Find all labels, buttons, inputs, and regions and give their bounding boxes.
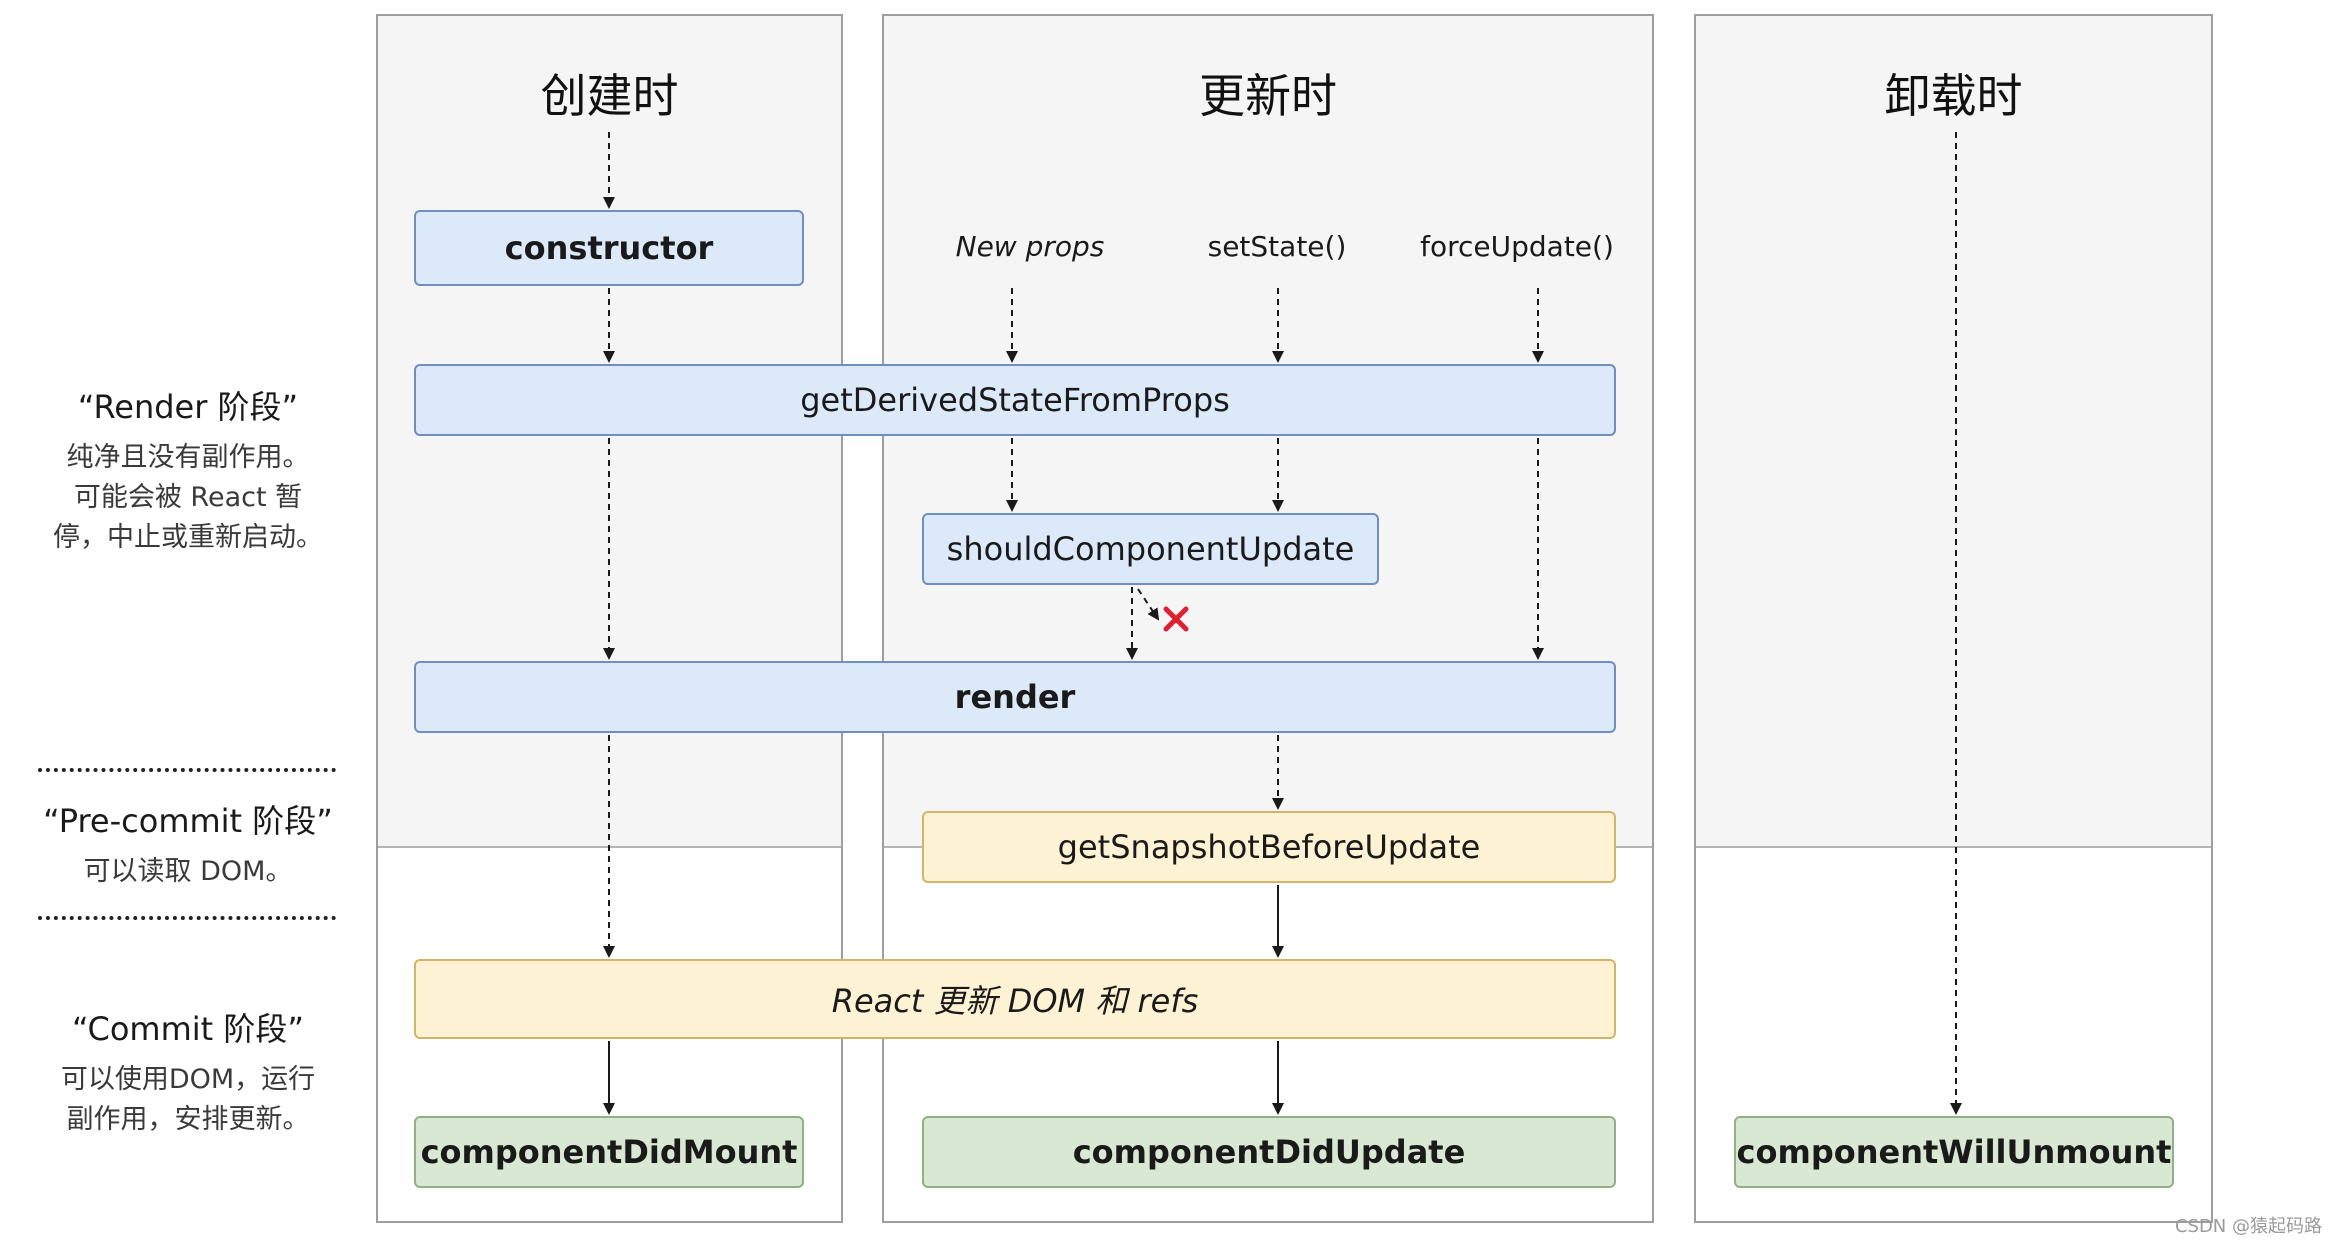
trigger-force-update: forceUpdate() xyxy=(1420,230,1614,263)
phase-precommit-desc: 可以读取 DOM。 xyxy=(83,856,293,887)
render-box: render xyxy=(414,661,1616,733)
phase-render: “Render 阶段” 纯净且没有副作用。 可能会被 React 暂 停，中止或… xyxy=(8,382,368,558)
column-title-mount: 创建时 xyxy=(540,69,679,123)
phase-commit: “Commit 阶段” 可以使用DOM，运行 副作用，安排更新。 xyxy=(8,1004,368,1140)
get-derived-state-from-props-box: getDerivedStateFromProps xyxy=(414,364,1616,436)
phase-commit-desc-line2: 副作用，安排更新。 xyxy=(66,1104,310,1135)
arrow-scu-cancel xyxy=(1137,588,1160,621)
phase-render-desc: 纯净且没有副作用。 可能会被 React 暂 停，中止或重新启动。 xyxy=(8,438,368,558)
component-did-update-box: componentDidUpdate xyxy=(922,1116,1616,1188)
phase-commit-desc: 可以使用DOM，运行 副作用，安排更新。 xyxy=(8,1060,368,1140)
phase-commit-title: “Commit 阶段” xyxy=(72,1010,304,1048)
constructor-box: constructor xyxy=(414,210,804,286)
component-did-mount-box: componentDidMount xyxy=(414,1116,804,1188)
trigger-set-state: setState() xyxy=(1207,230,1347,263)
watermark: CSDN @猿起码路 xyxy=(2174,1216,2322,1237)
phase-render-desc-line3: 停，中止或重新启动。 xyxy=(53,522,323,553)
column-title-unmount: 卸载时 xyxy=(1884,69,2023,123)
phase-precommit: “Pre-commit 阶段” 可以读取 DOM。 xyxy=(8,796,368,892)
column-unmount: 卸载时 xyxy=(1694,14,2213,1223)
phase-separator-1 xyxy=(38,768,336,772)
column-title-update: 更新时 xyxy=(1199,69,1337,123)
phase-render-desc-line2: 可能会被 React 暂 xyxy=(73,482,303,513)
phase-render-title: “Render 阶段” xyxy=(77,388,299,426)
cancel-x-icon xyxy=(1163,606,1189,632)
phase-render-desc-line1: 纯净且没有副作用。 xyxy=(66,442,310,473)
should-component-update-box: shouldComponentUpdate xyxy=(922,513,1379,585)
get-snapshot-before-update-box: getSnapshotBeforeUpdate xyxy=(922,811,1616,883)
trigger-new-props: New props xyxy=(955,230,1105,263)
component-will-unmount-box: componentWillUnmount xyxy=(1734,1116,2174,1188)
react-update-dom-box: React 更新 DOM 和 refs xyxy=(414,959,1616,1039)
phase-precommit-title: “Pre-commit 阶段” xyxy=(43,802,333,840)
phase-separator-2 xyxy=(38,916,336,920)
phase-commit-desc-line1: 可以使用DOM，运行 xyxy=(60,1064,316,1095)
